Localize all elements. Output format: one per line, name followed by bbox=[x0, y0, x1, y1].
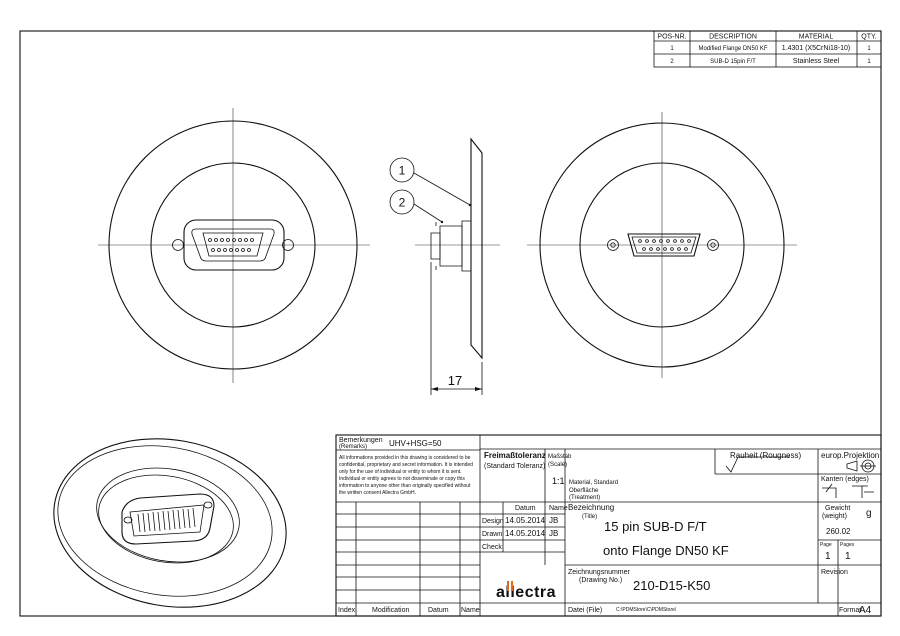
name-header: Name bbox=[549, 505, 568, 512]
parts-row-1-pos: 1 bbox=[670, 46, 674, 52]
drawing-number-label: Zeichnungsnummer bbox=[568, 569, 631, 576]
projection-symbol bbox=[846, 459, 876, 473]
side-view: 1 2 17 bbox=[389, 137, 500, 395]
isometric-view bbox=[53, 438, 287, 608]
weight-label-en: (weight) bbox=[822, 513, 847, 520]
datum-header: Datum bbox=[515, 505, 536, 512]
page-label: Page bbox=[820, 542, 832, 548]
confidential-line-1: All informations provided in this drawin… bbox=[339, 455, 471, 461]
tolerance-label-en: (Standard Toleranz) bbox=[484, 463, 545, 470]
format-value: A4 bbox=[859, 605, 872, 616]
edges-symbol bbox=[822, 483, 874, 498]
parts-header-description: DESCRIPTION bbox=[709, 34, 757, 41]
remarks-value: UHV+HSG=50 bbox=[389, 439, 442, 448]
callout-2-label: 2 bbox=[399, 196, 406, 210]
callout-2-bubble bbox=[389, 189, 415, 215]
confidential-line-2: confidential, proprietary and secret inf… bbox=[339, 462, 473, 468]
file-path: C:\PDMStore\C\PDMStore\ bbox=[616, 607, 677, 613]
material-line-1: Material, Standard bbox=[569, 480, 618, 486]
parts-row-2-qty: 1 bbox=[867, 59, 871, 65]
confidential-line-5: information to anyone other than origina… bbox=[339, 483, 471, 489]
file-label: Datei (File) bbox=[568, 607, 602, 614]
parts-row-2-pos: 2 bbox=[670, 59, 674, 65]
parts-header-pos: POS-NR. bbox=[657, 34, 686, 41]
design-label: Design bbox=[482, 518, 504, 525]
scale-label: Maßstab bbox=[548, 454, 572, 460]
bezeichnung-label: Bezeichnung bbox=[568, 503, 614, 512]
parts-row-1-material: 1.4301 (X5CrNi18-10) bbox=[782, 45, 850, 52]
confidential-line-4: Individual or entity agrees to not disse… bbox=[339, 476, 465, 482]
confidential-notice: All informations provided in this drawin… bbox=[339, 455, 473, 496]
pages-label: Pages bbox=[840, 542, 855, 548]
drawing-border bbox=[19, 30, 882, 617]
weight-value: 260.02 bbox=[826, 527, 851, 536]
roughness-label: Rauheit (Rougness) bbox=[730, 451, 801, 460]
drawing-title-line-1: 15 pin SUB-D F/T bbox=[604, 519, 707, 534]
parts-row-2-material: Stainless Steel bbox=[793, 58, 840, 65]
pages-value: 1 bbox=[845, 551, 851, 562]
edges-label: Kanten (edges) bbox=[821, 476, 869, 483]
check-label: Check bbox=[482, 544, 502, 551]
drawing-title-line-2: onto Flange DN50 KF bbox=[603, 543, 729, 558]
drawn-date: 14.05.2014 bbox=[505, 529, 546, 538]
design-date: 14.05.2014 bbox=[505, 516, 546, 525]
roughness-symbol bbox=[725, 456, 790, 473]
remarks-label: Bemerkungen bbox=[339, 437, 383, 444]
drawn-label: Drawn bbox=[482, 531, 502, 538]
parts-row-2-description: SUB-D 15pin F/T bbox=[710, 59, 756, 65]
callout-1-bubble bbox=[389, 157, 415, 183]
revision-label: Revision bbox=[821, 569, 848, 576]
scale-label-en: (Scale) bbox=[548, 462, 567, 468]
front-view-pins bbox=[208, 238, 254, 252]
title-label-en: (Title) bbox=[582, 514, 597, 520]
parts-header-material: MATERIAL bbox=[799, 34, 834, 41]
weight-unit: g bbox=[866, 508, 872, 519]
parts-row-1-description: Modified Flange DN50 KF bbox=[698, 46, 767, 52]
dimension-17: 17 bbox=[448, 373, 462, 388]
callout-1-label: 1 bbox=[399, 164, 406, 178]
scale-value: 1:1 bbox=[552, 476, 565, 486]
confidential-line-6: the written consent Allectra GmbH. bbox=[339, 490, 416, 496]
front-view bbox=[98, 108, 370, 383]
format-label: Format bbox=[839, 607, 861, 614]
drawing-number: 210-D15-K50 bbox=[633, 578, 710, 593]
material-line-2: Oberfläche bbox=[569, 488, 599, 494]
allectra-logo: allectra bbox=[496, 581, 556, 601]
drawing-number-label-en: (Drawing No.) bbox=[579, 577, 622, 584]
projection-label: europ.Projektion bbox=[821, 451, 879, 460]
drawn-name: JB bbox=[549, 529, 558, 538]
logo-text: allectra bbox=[496, 584, 556, 601]
confidential-line-3: only for the use of individual or entity… bbox=[339, 469, 462, 475]
footer-datum: Datum bbox=[428, 607, 449, 614]
back-view bbox=[527, 112, 797, 378]
footer-modification: Modification bbox=[372, 607, 409, 614]
footer-name: Name bbox=[461, 607, 480, 614]
material-line-3: (Treatment) bbox=[569, 495, 600, 501]
footer-index: Index bbox=[338, 607, 356, 614]
tolerance-label: Freimaßtoleranz bbox=[484, 451, 546, 460]
page-value: 1 bbox=[825, 551, 831, 562]
title-block: Bemerkungen (Remarks) UHV+HSG=50 All inf… bbox=[335, 434, 882, 617]
remarks-label-en: (Remarks) bbox=[339, 444, 367, 450]
design-name: JB bbox=[549, 516, 558, 525]
weight-label: Gewicht bbox=[825, 505, 850, 512]
parts-list-table: POS-NR. DESCRIPTION MATERIAL QTY. 1 Modi… bbox=[653, 30, 882, 68]
parts-header-qty: QTY. bbox=[861, 34, 876, 41]
parts-row-1-qty: 1 bbox=[867, 46, 871, 52]
